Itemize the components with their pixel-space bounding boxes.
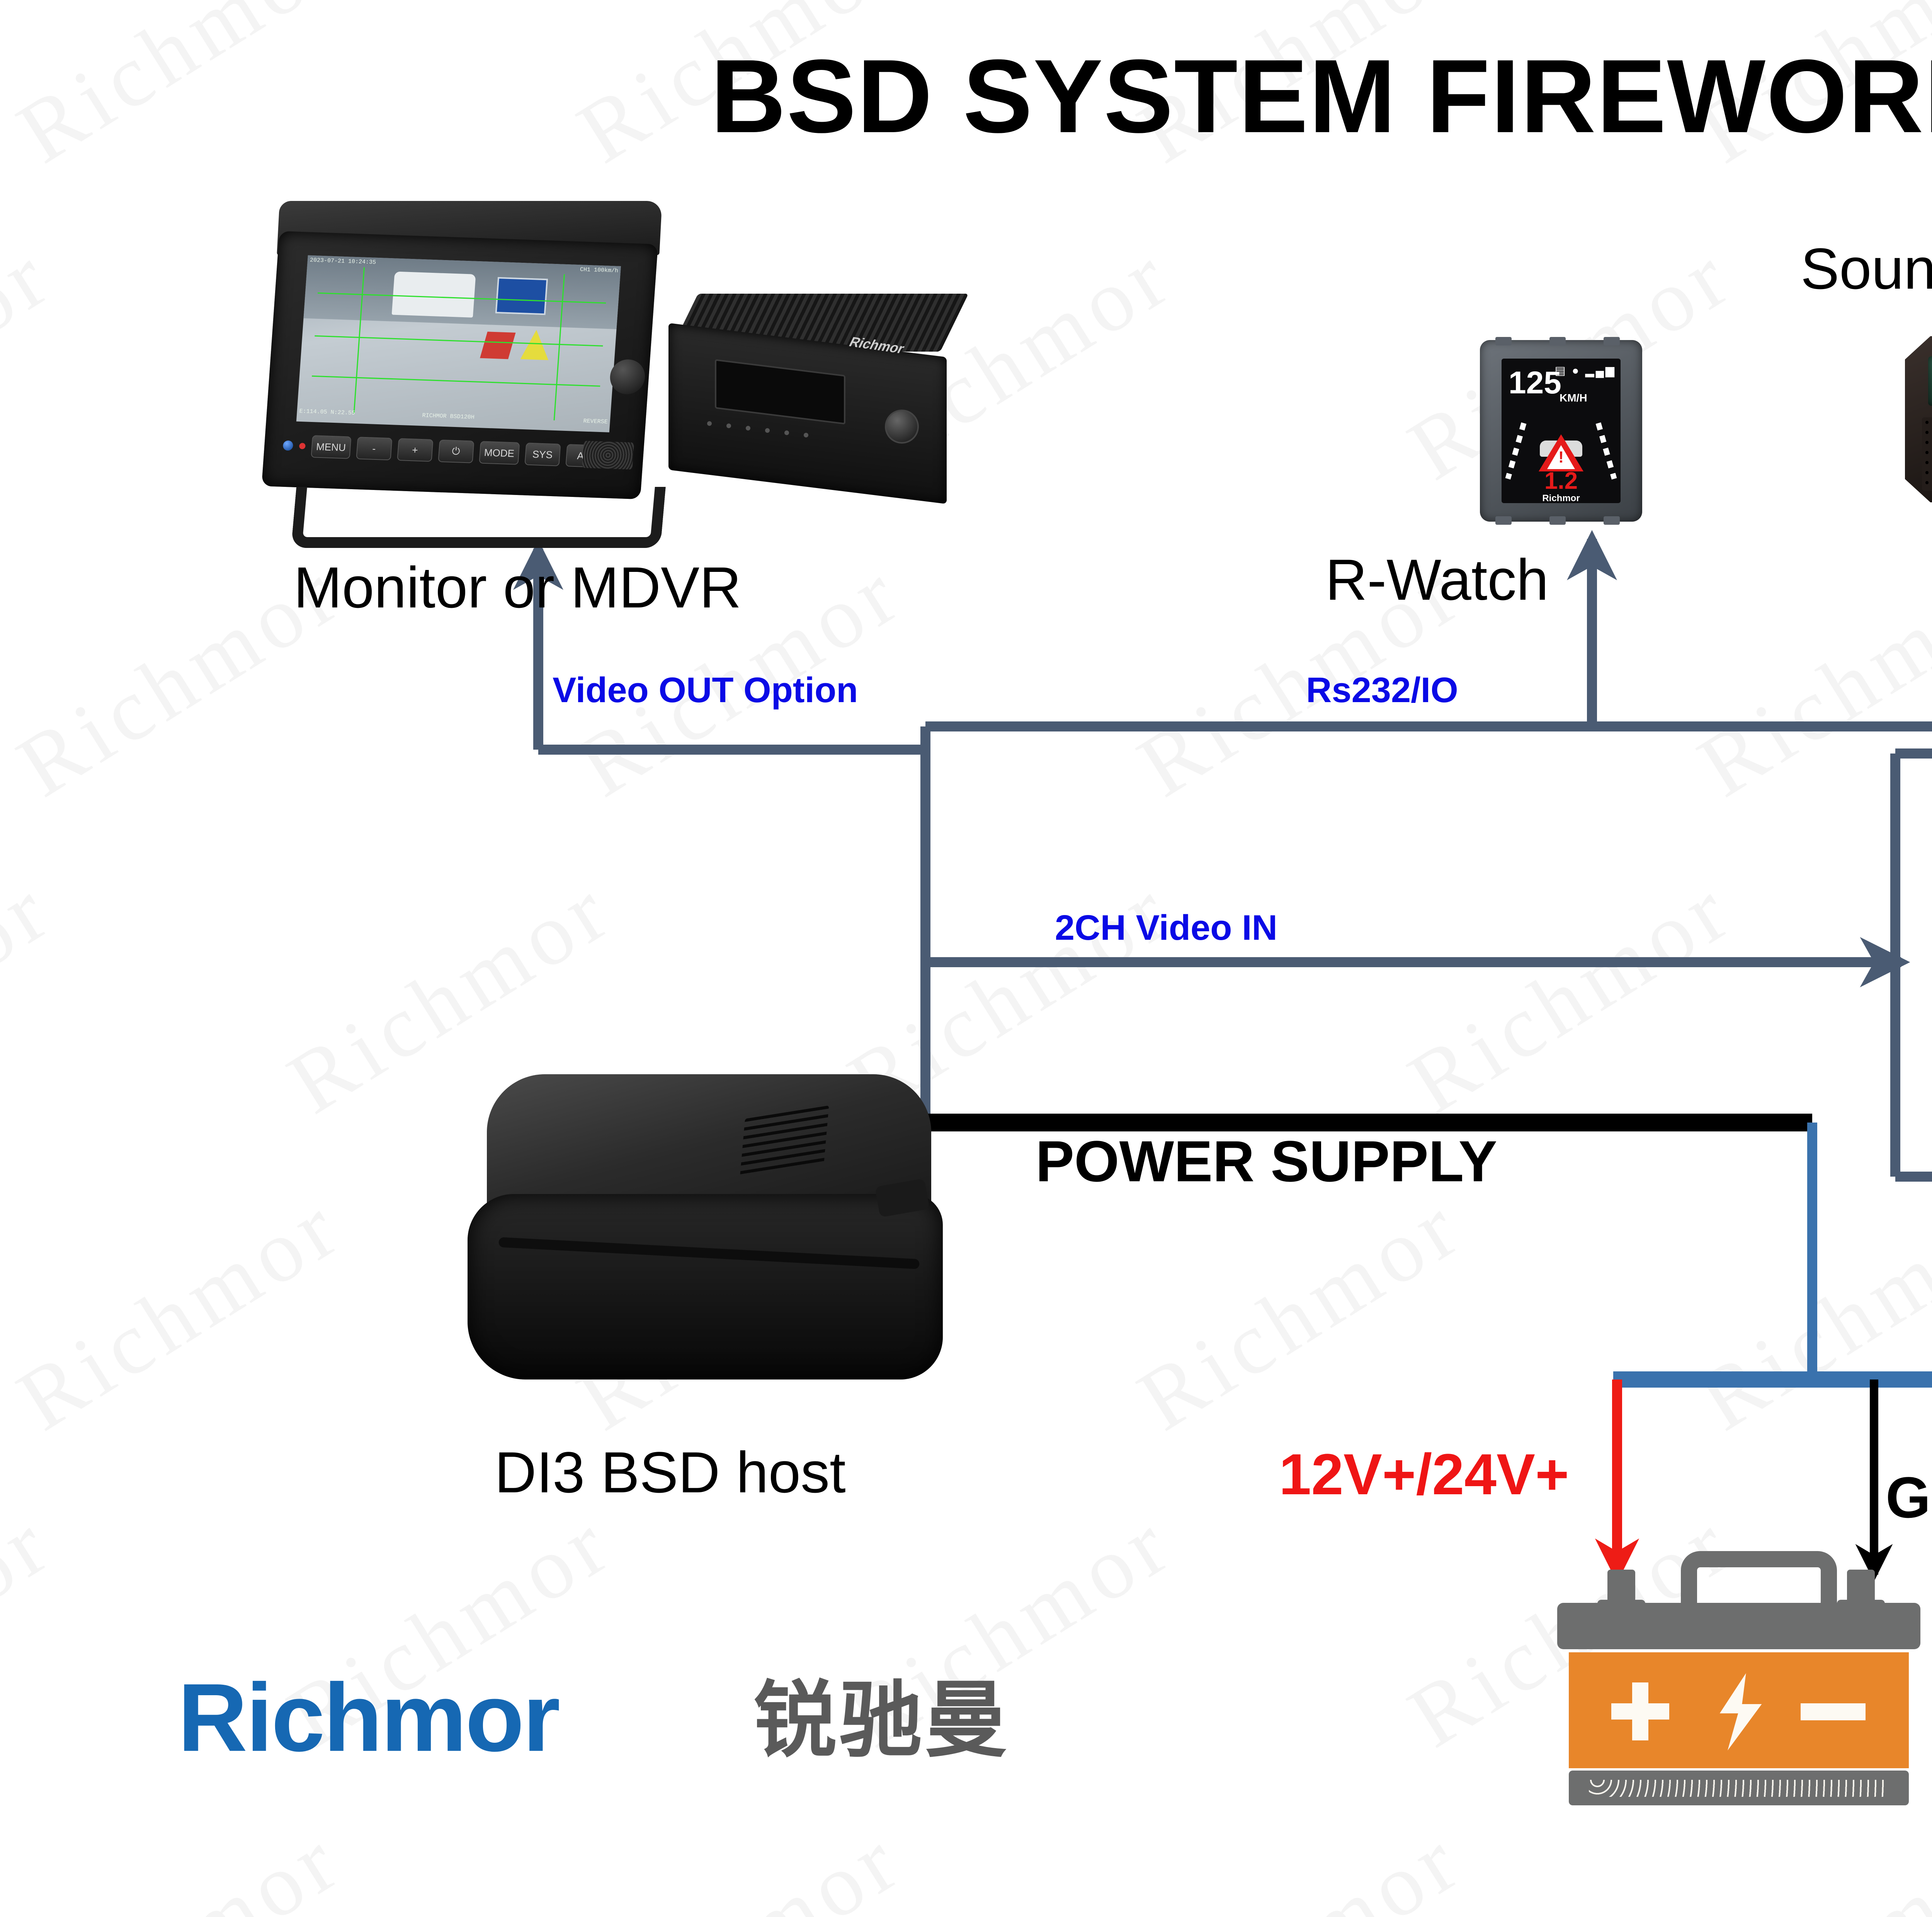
monitor-body: 2023-07-21 10:24:35 CH1 100km/h E:114.05… — [261, 231, 658, 500]
logo-chinese-text: 锐驰曼 — [753, 1674, 1010, 1767]
battery-base-wave-pattern — [1589, 1780, 1889, 1797]
monitor-device: 2023-07-21 10:24:35 CH1 100km/h E:114.05… — [261, 201, 680, 548]
screen-osd-channel: CH1 100km/h — [580, 266, 619, 274]
rwatch-device: ▤ ● ▂▄▆ 125 KM/H ! 1.2 Richmor — [1480, 337, 1642, 525]
mdvr-indicator-led-icon — [707, 421, 712, 426]
screen-cone — [520, 329, 550, 360]
rwatch-warning-triangle-inner — [1547, 445, 1575, 469]
monitor-button-mode[interactable]: MODE — [478, 441, 520, 465]
di3-bsd-host-device — [456, 1067, 970, 1422]
mdvr-indicator-led-icon — [726, 424, 731, 428]
mdvr-aviation-connector — [885, 410, 919, 444]
label-power-supply: POWER SUPPLY — [1036, 1129, 1497, 1194]
label-r-watch: R-Watch — [1325, 547, 1549, 612]
monitor-speaker-grille — [582, 441, 634, 470]
power-led-blue-icon — [282, 440, 294, 451]
logo-english-text: Richmor — [178, 1664, 560, 1771]
rwatch-case-notch — [1495, 337, 1512, 345]
rwatch-case-notch — [1495, 516, 1512, 525]
rwatch-display: ▤ ● ▂▄▆ 125 KM/H ! 1.2 Richmor — [1502, 359, 1621, 503]
monitor-button-power[interactable]: ⏻ — [437, 439, 474, 463]
label-12v-24v-positive: 12V+/24V+ — [1279, 1442, 1569, 1507]
mdvr-indicator-led-icon — [746, 426, 750, 430]
vehicle-battery — [1553, 1546, 1924, 1808]
battery-lid — [1557, 1603, 1920, 1649]
richmor-logo: Richmor 锐驰曼 — [178, 1669, 1182, 1793]
rwatch-lane-marking — [1505, 422, 1527, 480]
label-sound-light-alarm: Sound-light Alarm — [1801, 236, 1932, 301]
battery-plus-icon — [1632, 1682, 1648, 1740]
mdvr-indicator-led-icon — [804, 433, 808, 437]
label-video-out-option: Video OUT Option — [553, 670, 858, 710]
rwatch-case-notch — [1604, 337, 1620, 345]
label-gnd: GND — [1886, 1465, 1932, 1530]
monitor-screen: 2023-07-21 10:24:35 CH1 100km/h E:114.05… — [296, 255, 621, 432]
monitor-button-minus[interactable]: - — [355, 437, 392, 461]
screen-osd-model: RICHMOR BSD120H — [422, 412, 475, 421]
screen-barrier — [480, 331, 516, 359]
page-title: BSD SYSTEM FIREWORK — [710, 38, 1932, 155]
rwatch-brand-label: Richmor — [1542, 493, 1580, 503]
mdvr-indicator-led-icon — [765, 428, 770, 433]
rwatch-case-notch — [1604, 516, 1620, 525]
alarm-speaker-grille — [1922, 417, 1932, 491]
label-2ch-video-in: 2CH Video IN — [1055, 908, 1277, 947]
rwatch-speed-value: 125 — [1509, 365, 1561, 400]
sound-light-alarm-device — [1905, 336, 1932, 502]
host-front-shell — [468, 1194, 943, 1379]
rwatch-case-notch — [1549, 516, 1566, 525]
rwatch-distance-value: 1.2 — [1544, 468, 1578, 494]
rwatch-lane-marking — [1595, 422, 1617, 480]
mdvr-device: Richmor — [668, 294, 970, 510]
label-monitor-or-mdvr: Monitor or MDVR — [294, 555, 742, 620]
monitor-mount-knob — [609, 359, 646, 395]
mdvr-indicator-led-icon — [784, 430, 789, 435]
screen-car — [391, 271, 476, 318]
rwatch-warning-exclamation: ! — [1558, 448, 1564, 466]
monitor-button-menu[interactable]: MENU — [311, 435, 351, 459]
rwatch-case-notch — [1549, 337, 1566, 345]
monitor-stand-bracket — [291, 487, 666, 548]
screen-osd-gps: E:114.05 N:22.55 — [299, 408, 355, 417]
status-led-red-icon — [299, 443, 306, 449]
monitor-button-sys[interactable]: SYS — [524, 442, 561, 466]
screen-road-sign — [495, 277, 548, 315]
monitor-button-row: MENU - + ⏻ MODE SYS AV — [282, 430, 609, 473]
screen-osd-status: REVERSE — [583, 418, 608, 425]
monitor-button-plus[interactable]: + — [396, 438, 433, 462]
label-di3-bsd-host: DI3 BSD host — [495, 1440, 846, 1505]
rwatch-speed-unit: KM/H — [1560, 392, 1587, 404]
alarm-led-window — [1928, 356, 1932, 406]
rwatch-status-icons: ▤ ● ▂▄▆ — [1554, 364, 1616, 377]
battery-handle — [1681, 1551, 1837, 1621]
label-rs232-io: Rs232/IO — [1306, 670, 1458, 710]
battery-minus-icon — [1801, 1703, 1866, 1720]
